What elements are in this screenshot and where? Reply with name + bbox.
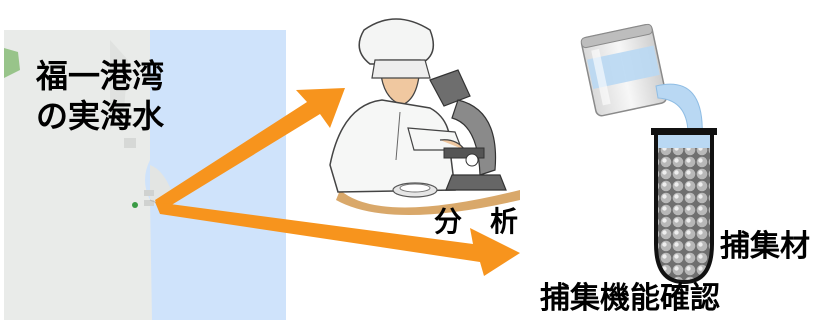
test-tube-beads-icon <box>651 128 717 285</box>
collection-check-label: 捕集機能確認 <box>540 281 720 316</box>
collector-label: 捕集材 <box>720 229 810 264</box>
location-marker <box>132 202 138 208</box>
scientist-microscope-icon <box>329 18 520 215</box>
arrow-to-analysis <box>155 88 345 212</box>
analysis-label: 分 析 <box>434 205 519 238</box>
arrow-to-collection <box>155 202 520 276</box>
seawater-label-line1: 福一港湾 <box>36 57 165 95</box>
seawater-label-line2: の実海水 <box>36 97 165 135</box>
pouring-beaker-icon <box>580 23 703 141</box>
